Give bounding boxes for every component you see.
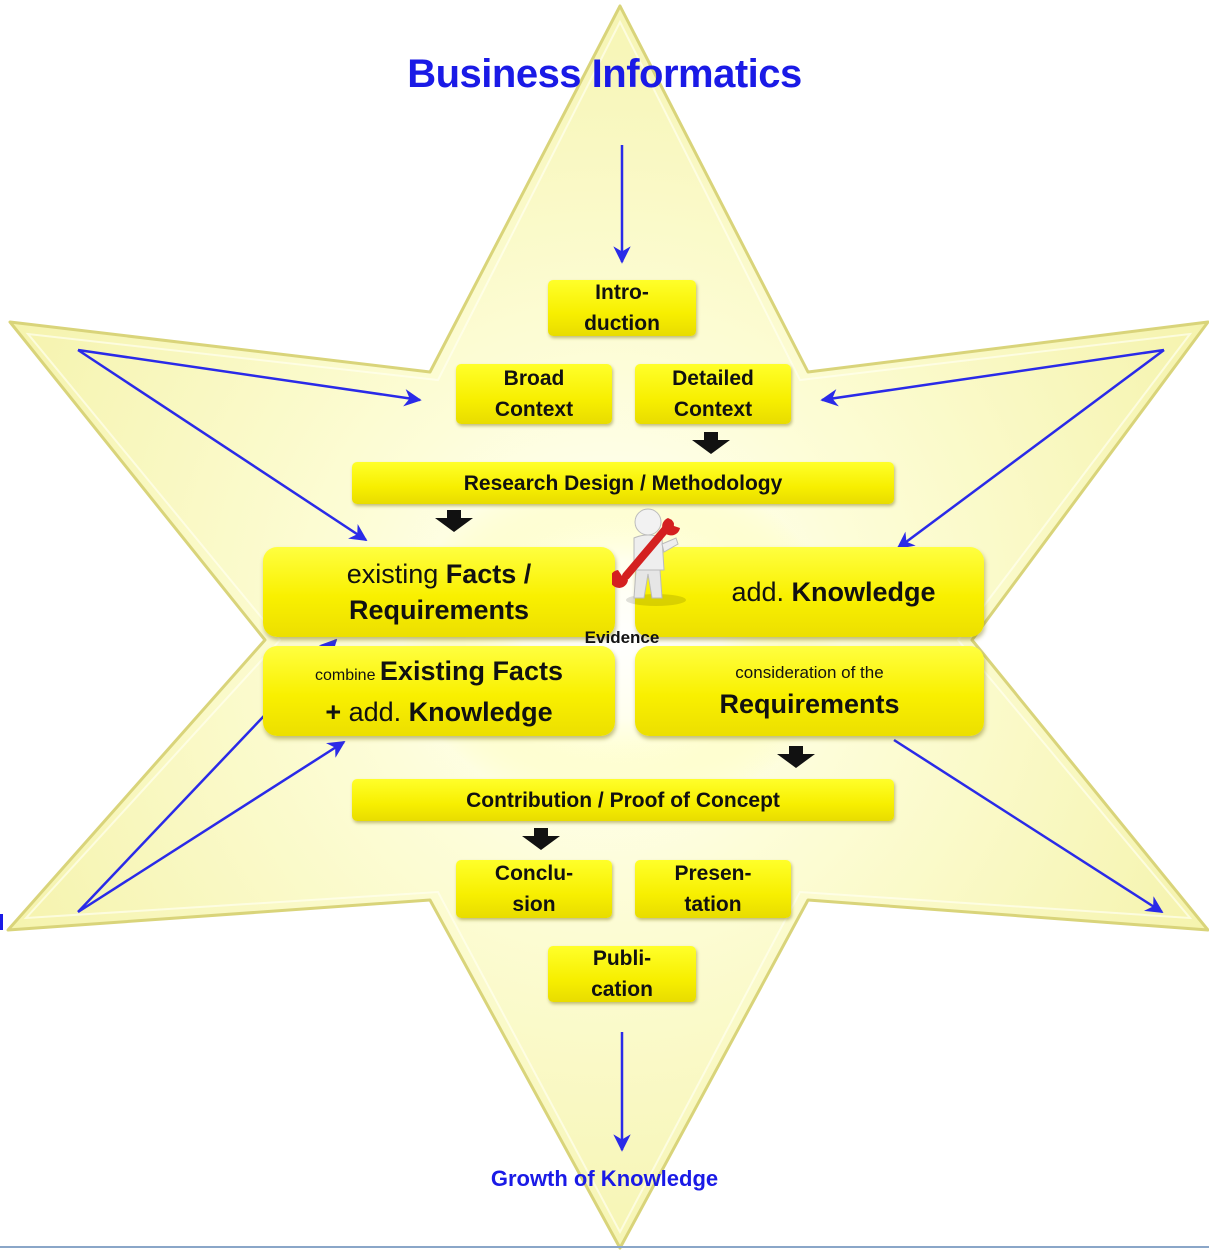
facts-label: Facts / bbox=[445, 559, 532, 589]
detailed-context-box: Detailed Context bbox=[635, 364, 791, 424]
person-with-wrench-icon bbox=[612, 508, 686, 606]
knowledge-label-2: Knowledge bbox=[408, 696, 553, 727]
presentation-line-2: tation bbox=[684, 893, 742, 916]
publication-line-2: cation bbox=[591, 978, 653, 1001]
evidence-label: Evidence bbox=[584, 628, 660, 647]
down-arrow-icon bbox=[435, 510, 473, 532]
bottom-divider bbox=[0, 1246, 1209, 1248]
presentation-box: Presen- tation bbox=[635, 860, 791, 918]
conclusion-line-1: Conclu- bbox=[494, 862, 574, 885]
presentation-line-1: Presen- bbox=[674, 862, 752, 885]
introduction-line-2: duction bbox=[584, 312, 660, 335]
diagram-title: Business Informatics bbox=[407, 52, 802, 96]
research-design-box: Research Design / Methodology bbox=[352, 462, 894, 504]
detailed-context-line-1: Detailed bbox=[672, 367, 754, 390]
requirements-label: Requirements bbox=[348, 595, 530, 625]
add-prefix: add. bbox=[731, 577, 792, 607]
broad-context-line-1: Broad bbox=[503, 367, 565, 390]
introduction-line-1: Intro- bbox=[595, 281, 649, 304]
growth-of-knowledge-label: Growth of Knowledge bbox=[490, 1166, 719, 1191]
introduction-box: Intro- duction bbox=[548, 280, 696, 336]
edge-marker bbox=[0, 914, 3, 930]
conclusion-line-2: sion bbox=[512, 893, 556, 916]
down-arrow-icon bbox=[777, 746, 815, 768]
publication-box: Publi- cation bbox=[548, 946, 696, 1002]
contribution-label: Contribution / Proof of Concept bbox=[466, 788, 780, 812]
consideration-prefix: consideration of the bbox=[735, 663, 884, 682]
add-prefix-2: add. bbox=[348, 696, 409, 727]
broad-context-box: Broad Context bbox=[456, 364, 612, 424]
black-arrows bbox=[435, 432, 815, 850]
combine-box: combine Existing Facts + add. Knowledge bbox=[263, 646, 615, 736]
knowledge-label: Knowledge bbox=[791, 577, 936, 607]
consideration-box: consideration of the Requirements bbox=[635, 646, 984, 736]
down-arrow-icon bbox=[522, 828, 560, 850]
existing-facts-box: existing Facts / Requirements bbox=[263, 547, 615, 637]
broad-context-line-2: Context bbox=[494, 398, 574, 421]
conclusion-box: Conclu- sion bbox=[456, 860, 612, 918]
existing-facts-label: Existing Facts bbox=[379, 655, 563, 686]
research-design-label: Research Design / Methodology bbox=[463, 471, 783, 495]
add-knowledge-box: add. Knowledge bbox=[635, 547, 984, 637]
down-arrow-icon bbox=[692, 432, 730, 454]
existing-prefix: existing bbox=[346, 559, 446, 589]
plus-sign: + bbox=[325, 696, 349, 727]
contribution-box: Contribution / Proof of Concept bbox=[352, 779, 894, 821]
publication-line-1: Publi- bbox=[592, 947, 652, 970]
combine-prefix: combine bbox=[315, 666, 380, 684]
detailed-context-line-2: Context bbox=[673, 398, 753, 421]
requirements-label-2: Requirements bbox=[719, 689, 900, 719]
